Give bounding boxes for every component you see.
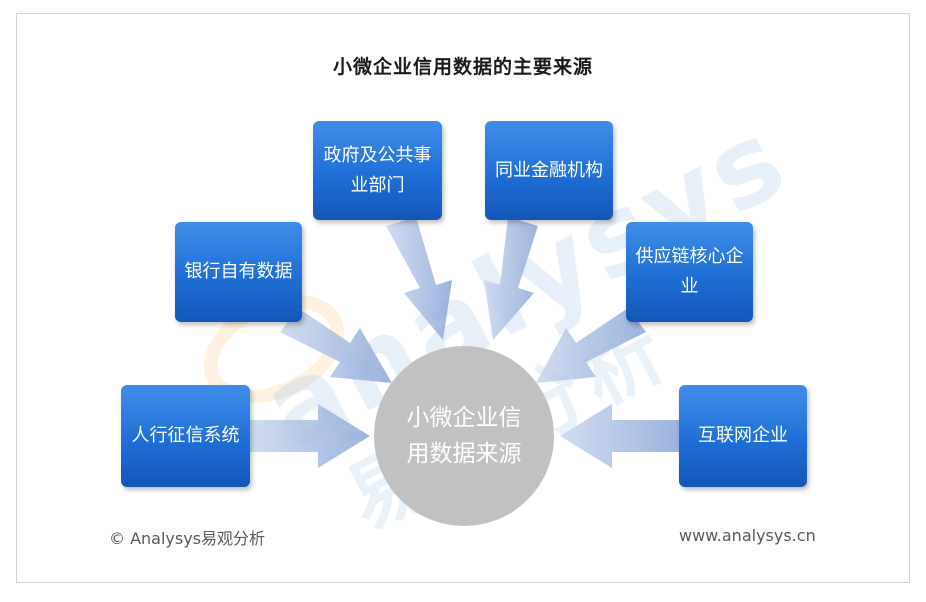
- source-label-gov: 政府及公共事业部门: [323, 144, 432, 196]
- arrow-chain-to-center: [536, 308, 646, 383]
- arrow-fin-to-center: [484, 217, 538, 340]
- source-box-bank: 银行自有数据: [175, 222, 302, 322]
- footer-copyright: © Analysys易观分析: [109, 529, 266, 548]
- center-circle: 小微企业信用数据来源: [374, 346, 554, 526]
- source-label-net: 互联网企业: [698, 425, 788, 446]
- arrow-net-to-center: [560, 404, 679, 468]
- center-label: 小微企业信用数据来源: [406, 405, 522, 467]
- source-label-pboc: 人行征信系统: [131, 425, 240, 446]
- arrow-gov-to-center: [386, 217, 452, 340]
- source-label-fin: 同业金融机构: [495, 159, 603, 181]
- source-box-net: 互联网企业: [679, 385, 807, 487]
- footer-website: www.analysys.cn: [679, 526, 816, 545]
- source-label-bank: 银行自有数据: [184, 261, 293, 282]
- arrow-bank-to-center: [280, 308, 392, 383]
- source-box-gov: 政府及公共事业部门: [313, 121, 442, 220]
- source-label-chain: 供应链核心企业: [635, 246, 744, 297]
- source-box-pboc: 人行征信系统: [121, 385, 250, 487]
- source-box-fin: 同业金融机构: [485, 121, 613, 220]
- diagram-title: 小微企业信用数据的主要来源: [332, 56, 593, 78]
- arrow-pboc-to-center: [250, 404, 370, 468]
- source-box-chain: 供应链核心企业: [626, 222, 753, 322]
